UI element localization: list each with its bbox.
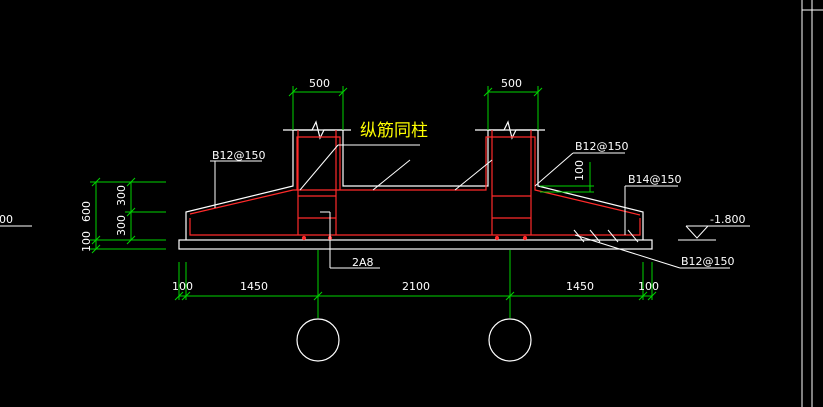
rebar-top-left-label: B12@150 [212,149,266,162]
left-edge-label-group: 800 [0,213,32,227]
left-column-width-label: 500 [309,77,330,90]
rebar-side-right-label: B14@150 [628,173,682,186]
rebar-bottom-right-label: B12@150 [681,255,735,268]
bottom-dim-2100: 2100 [402,280,430,293]
concrete-outline [178,120,653,250]
right-column-width-label: 500 [501,77,522,90]
left-column-break-line [283,120,351,140]
longitudinal-note: 纵筋同柱 [360,121,428,141]
left-edge-label: 800 [0,213,13,226]
axis-bubble-icon [296,318,340,362]
vert-dim-300-lower: 300 [115,215,128,236]
blinding-layer [178,239,653,250]
bottom-dim-1450-left: 1450 [240,280,268,293]
elevation-marker-icon [678,225,750,241]
bottom-dim-100-right: 100 [638,280,659,293]
top-slope-bar [189,136,641,216]
annotation-text: 500 500 纵筋同柱 B12@150 B12@150 B14@150 B12… [80,77,745,293]
dimension-lines [90,86,657,318]
bottom-dim-1450-right: 1450 [566,280,594,293]
vert-dim-600: 600 [80,201,93,222]
right-column-break-line [475,120,545,140]
vert-dim-300-upper: 300 [115,185,128,206]
right-rebar-offset-label: 100 [573,160,586,181]
bottom-dim-100-left: 100 [172,280,193,293]
elevation-label: -1.800 [710,213,745,226]
bottom-main-bar [189,218,641,236]
vert-dim-100: 100 [80,231,93,252]
viewport-frame [801,0,823,407]
rebar-top-right-label: B12@150 [575,140,629,153]
reinforcement [189,130,641,241]
axis-bubble-icon [488,318,532,362]
leader-lines [210,144,730,269]
footing-outline [185,129,644,240]
stirrup-label: 2A8 [352,256,374,269]
